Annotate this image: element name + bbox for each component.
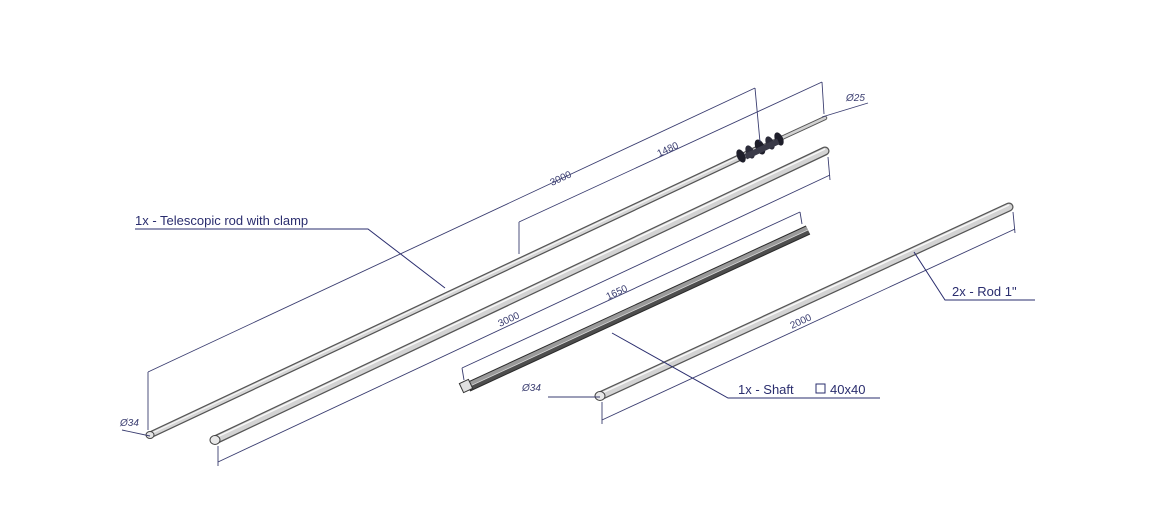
callout-shaft: 1x - Shaft 40x40: [611, 332, 880, 399]
dia-25: Ø25: [845, 93, 865, 104]
dim-1480: 1480: [656, 140, 681, 160]
dimension-tip-diameter: Ø25: [821, 93, 869, 118]
dim-2000: 2000: [789, 312, 814, 332]
telescopic-rod: [145, 115, 828, 439]
callout-telescopic-rod: 1x - Telescopic rod with clamp: [135, 213, 446, 289]
label-shaft-size: 40x40: [830, 382, 865, 397]
dimension-telescopic-total: 3000: [147, 87, 761, 430]
shaft: [458, 225, 811, 394]
callout-rod: 2x - Rod 1": [913, 251, 1035, 301]
dim-3000-top: 3000: [549, 169, 574, 189]
second-rod: [209, 146, 830, 445]
dimension-second-rod: 3000: [217, 156, 831, 466]
dia-34-left: Ø34: [119, 418, 139, 429]
dimension-base-diameter: Ø34: [119, 418, 151, 437]
dim-1650: 1650: [605, 283, 630, 303]
square-symbol-icon: [815, 383, 826, 394]
dim-3000-lower: 3000: [497, 310, 522, 330]
dimension-rod-diameter: Ø34: [521, 383, 600, 398]
label-telescopic-rod: 1x - Telescopic rod with clamp: [135, 213, 308, 228]
dimension-rod: 2000: [601, 211, 1016, 424]
label-shaft: 1x - Shaft: [738, 382, 794, 397]
clamp: [736, 132, 784, 163]
dia-34-right: Ø34: [521, 383, 541, 394]
label-rod: 2x - Rod 1": [952, 284, 1017, 299]
